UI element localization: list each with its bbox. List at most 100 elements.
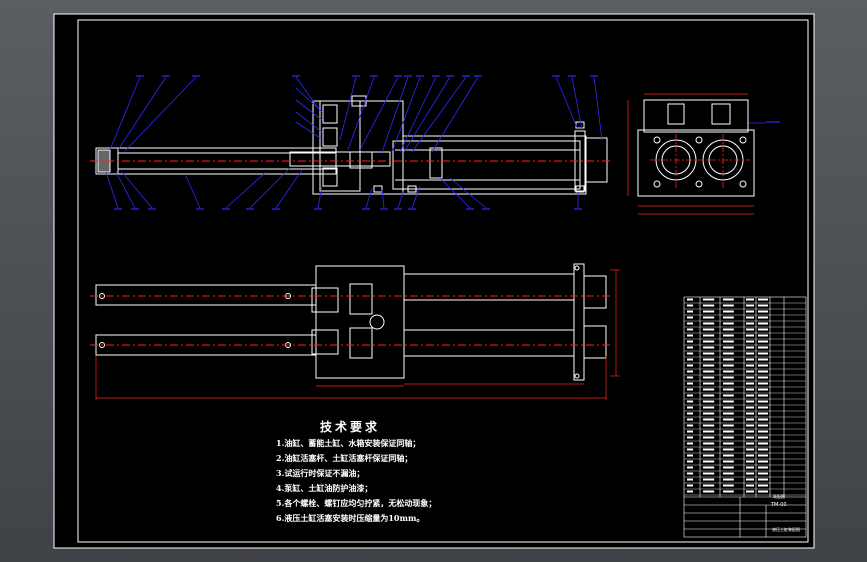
parts-row-text-mark (687, 424, 693, 427)
parts-row-text-mark (703, 424, 715, 427)
parts-row-text-mark (723, 304, 734, 307)
parts-row-text-mark (687, 382, 693, 385)
parts-row-text-mark (703, 334, 715, 337)
parts-row-text-mark (723, 412, 734, 415)
parts-row-text-mark (758, 346, 768, 349)
parts-row-text-mark (758, 394, 768, 397)
parts-row-text-mark (746, 460, 754, 463)
parts-row-text-mark (746, 382, 754, 385)
parts-row-text-mark (746, 424, 754, 427)
parts-row-text-mark (687, 406, 693, 409)
parts-row-text-mark (746, 436, 754, 439)
parts-row-text-mark (703, 310, 715, 313)
title-block-drawing-code: TM-00 (771, 502, 787, 508)
parts-row-text-mark (703, 394, 715, 397)
end-view-centerlines (650, 134, 750, 188)
parts-row-text-mark (758, 466, 768, 469)
parts-row-text-mark (758, 448, 768, 451)
parts-row-text-mark (758, 382, 768, 385)
parts-row-text-mark (723, 418, 734, 421)
parts-row-text-mark (758, 322, 768, 325)
parts-row-text-mark (723, 478, 734, 481)
parts-row-text-mark (758, 352, 768, 355)
parts-row-text-mark (758, 310, 768, 313)
parts-row-text-mark (723, 322, 734, 325)
parts-list-rows (684, 302, 806, 496)
parts-row-text-mark (687, 358, 693, 361)
parts-row-text-mark (687, 460, 693, 463)
notes-title: 技术要求 (320, 420, 381, 434)
parts-row-text-mark (746, 478, 754, 481)
parts-row-text-mark (746, 352, 754, 355)
parts-row-text-mark (723, 442, 734, 445)
outer-border (53, 13, 815, 549)
parts-row-text-mark (746, 412, 754, 415)
parts-row-text-mark (687, 430, 693, 433)
parts-row-text-mark (758, 376, 768, 379)
parts-row-text-mark (687, 346, 693, 349)
parts-row-text-mark (758, 406, 768, 409)
parts-row-text-mark (687, 412, 693, 415)
parts-row-text-mark (746, 472, 754, 475)
parts-row-text-mark (687, 400, 693, 403)
parts-row-text-mark (687, 298, 693, 301)
parts-row-text-mark (703, 316, 715, 319)
parts-row-text-mark (703, 418, 715, 421)
parts-row-text-mark (723, 436, 734, 439)
parts-row-text-mark (758, 490, 768, 493)
parts-row-text-mark (687, 370, 693, 373)
parts-row-text-mark (746, 310, 754, 313)
parts-row-text-mark (703, 382, 715, 385)
parts-row-text-mark (703, 328, 715, 331)
parts-row-text-mark (703, 460, 715, 463)
parts-row-text-mark (746, 388, 754, 391)
parts-row-text-mark (723, 448, 734, 451)
parts-row-text-mark (703, 484, 715, 487)
parts-row-text-mark (687, 436, 693, 439)
parts-row-text-mark (687, 322, 693, 325)
end-view-dims (627, 93, 754, 215)
parts-row-text-mark (703, 466, 715, 469)
parts-row-text-mark (723, 340, 734, 343)
parts-row-text-mark (687, 484, 693, 487)
parts-row-text-mark (723, 406, 734, 409)
plan-view-dims (95, 269, 620, 400)
note-item: 4.泵缸、土缸油防护油漆； (276, 483, 373, 493)
parts-row-text-mark (746, 466, 754, 469)
parts-row-text-mark (746, 394, 754, 397)
parts-row-text-mark (703, 436, 715, 439)
parts-row-text-mark (723, 316, 734, 319)
parts-row-text-mark (723, 352, 734, 355)
parts-row-text-mark (703, 472, 715, 475)
parts-row-text-mark (687, 394, 693, 397)
parts-row-text-mark (758, 484, 768, 487)
parts-row-text-mark (758, 298, 768, 301)
parts-row-text-mark (758, 316, 768, 319)
parts-row-text-mark (687, 418, 693, 421)
parts-row-text-mark (723, 376, 734, 379)
parts-row-text-mark (758, 304, 768, 307)
parts-row-text-mark (703, 400, 715, 403)
leader-lines (105, 76, 766, 209)
parts-row-text-mark (703, 364, 715, 367)
title-block-part-label: 装配图 (773, 494, 785, 499)
parts-row-text-mark (723, 388, 734, 391)
parts-row-text-mark (723, 484, 734, 487)
parts-row-text-mark (703, 412, 715, 415)
parts-row-text-mark (723, 370, 734, 373)
parts-row-text-mark (746, 418, 754, 421)
parts-row-text-mark (758, 388, 768, 391)
parts-row-text-mark (723, 472, 734, 475)
parts-row-text-mark (746, 484, 754, 487)
parts-row-text-mark (687, 364, 693, 367)
parts-row-text-mark (746, 304, 754, 307)
parts-row-text-mark (723, 334, 734, 337)
parts-row-text-mark (703, 352, 715, 355)
parts-row-text-mark (723, 460, 734, 463)
parts-row-text-mark (723, 430, 734, 433)
parts-row-text-mark (758, 358, 768, 361)
parts-row-text-mark (723, 454, 734, 457)
parts-row-text-mark (746, 490, 754, 493)
parts-row-text-mark (746, 376, 754, 379)
